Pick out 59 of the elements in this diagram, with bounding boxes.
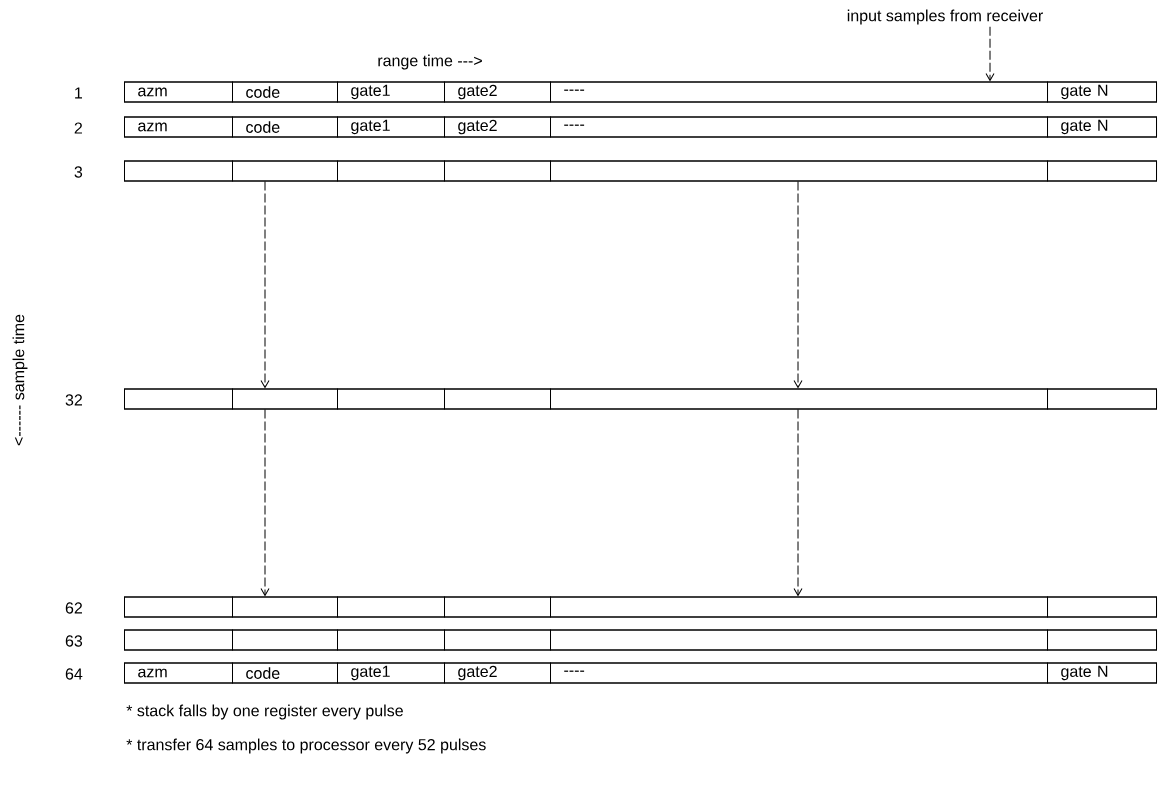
row-number: 32: [65, 394, 82, 406]
dashed-arrow: [260, 409, 270, 596]
register-cell: gate1: [337, 116, 445, 138]
dashed-arrow: [793, 409, 803, 596]
register-cell: [337, 160, 445, 182]
register-cell: gate1: [337, 81, 445, 103]
register-cell: [124, 388, 233, 410]
note: * stack falls by one register every pulse: [126, 704, 403, 720]
register-cell: [444, 596, 551, 618]
register-cell: [1047, 596, 1157, 618]
register-cell: [550, 596, 1048, 618]
register-cell: [1047, 629, 1157, 651]
register-cell: ----: [550, 116, 1048, 138]
register-cell: code: [232, 662, 338, 684]
register-cell: [124, 596, 233, 618]
row-number: 64: [65, 668, 83, 680]
direction-label: range time --->: [378, 54, 482, 70]
register-cell: [232, 388, 338, 410]
dashed-arrow: [260, 181, 270, 388]
register-cell: [337, 596, 445, 618]
register-cell: azm: [124, 116, 233, 138]
register-cell: [444, 160, 551, 182]
register-cell: [337, 388, 445, 410]
register-cell: gate N: [1047, 81, 1157, 103]
register-cell: gate1: [337, 662, 445, 684]
register-cell: [444, 629, 551, 651]
register-cell: ----: [550, 81, 1048, 103]
register-cell: azm: [124, 81, 233, 103]
row-number: 3: [74, 166, 83, 178]
register-cell: code: [232, 81, 338, 103]
register-cell: [232, 629, 338, 651]
direction-label: <------ sample time: [12, 314, 28, 446]
note: * transfer 64 samples to processor every 52 pulses: [126, 738, 486, 754]
register-cell: [1047, 160, 1157, 182]
register-cell: [337, 629, 445, 651]
register-cell: ----: [550, 662, 1048, 684]
dashed-arrow: [793, 181, 803, 388]
row-number: 1: [75, 87, 82, 99]
register-cell: gate N: [1047, 662, 1157, 684]
register-cell: [124, 629, 233, 651]
register-cell: gate2: [444, 81, 551, 103]
row-number: 62: [65, 602, 82, 614]
register-cell: gate2: [444, 662, 551, 684]
register-cell: [550, 160, 1048, 182]
input-label: input samples from receiver: [847, 9, 1043, 25]
row-number: 63: [65, 635, 83, 647]
row-number: 2: [74, 122, 82, 134]
register-cell: [550, 629, 1048, 651]
register-cell: [550, 388, 1048, 410]
register-cell: [444, 388, 551, 410]
register-cell: [1047, 388, 1157, 410]
register-cell: [232, 596, 338, 618]
register-cell: gate N: [1047, 116, 1157, 138]
register-cell: [232, 160, 338, 182]
register-cell: gate2: [444, 116, 551, 138]
register-cell: azm: [124, 662, 233, 684]
dashed-arrow: [985, 26, 995, 81]
register-cell: code: [232, 116, 338, 138]
register-cell: [124, 160, 233, 182]
